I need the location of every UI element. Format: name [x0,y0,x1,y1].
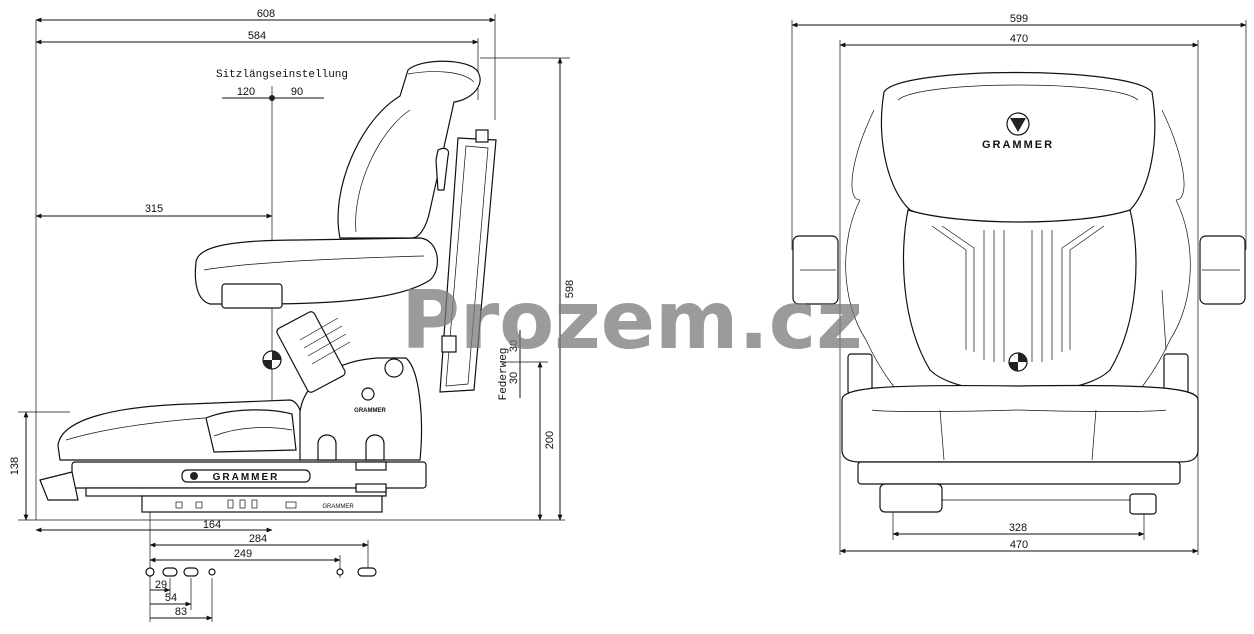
brand-plate: GRAMMER [322,504,354,510]
brand-base: GRAMMER [213,472,280,483]
dim-608: 608 [257,8,275,20]
dim-29: 29 [155,579,167,591]
seat-reference-point [262,95,282,370]
dim-584: 584 [248,30,266,42]
front-armrest-right [1199,235,1246,305]
armrest [194,237,438,393]
dim-54: 54 [165,592,177,604]
front-view: GRAMMER [791,13,1247,555]
dim-599: 599 [1010,13,1028,25]
watermark: Prozem.cz [401,274,863,367]
dim-315: 315 [145,203,163,215]
seat-cushion [57,399,305,461]
label-spring-travel: Federweg [498,348,510,401]
dim-249: 249 [234,548,252,560]
dim-284: 284 [249,533,267,545]
seat-base [39,461,427,513]
mounting-holes [145,567,377,577]
label-seat-slide: Sitzlängseinstellung [216,69,348,81]
dim-spring-up: 30 [508,340,520,352]
front-cushion [841,384,1199,463]
side-view: 608 584 315 Sitzlängseinstellung 120 90 … [9,8,576,622]
front-base [857,461,1181,515]
brand-body: GRAMMER [354,408,386,414]
dim-598: 598 [564,280,576,298]
dim-470-bottom: 470 [1010,539,1028,551]
dim-470-top: 470 [1010,33,1028,45]
backrest-ribs [931,225,1105,362]
dim-slide-back: 90 [291,86,303,98]
dimension-lines-front [791,20,1247,555]
dim-83: 83 [175,606,187,618]
brand-front: GRAMMER [982,139,1054,151]
front-armrest-left [792,235,839,305]
grammer-logo [1006,112,1030,136]
rear-cover [439,129,497,393]
front-backrest [845,71,1191,411]
dimension-lines-side [18,14,570,622]
backrest [337,60,481,239]
dim-spring-down: 30 [508,372,520,384]
dim-328: 328 [1009,522,1027,534]
dim-164: 164 [203,519,221,531]
front-reference-point [1008,352,1028,372]
dim-138: 138 [9,457,21,475]
dim-200: 200 [544,431,556,449]
suspension-body [299,357,423,493]
dim-slide-forward: 120 [237,86,255,98]
